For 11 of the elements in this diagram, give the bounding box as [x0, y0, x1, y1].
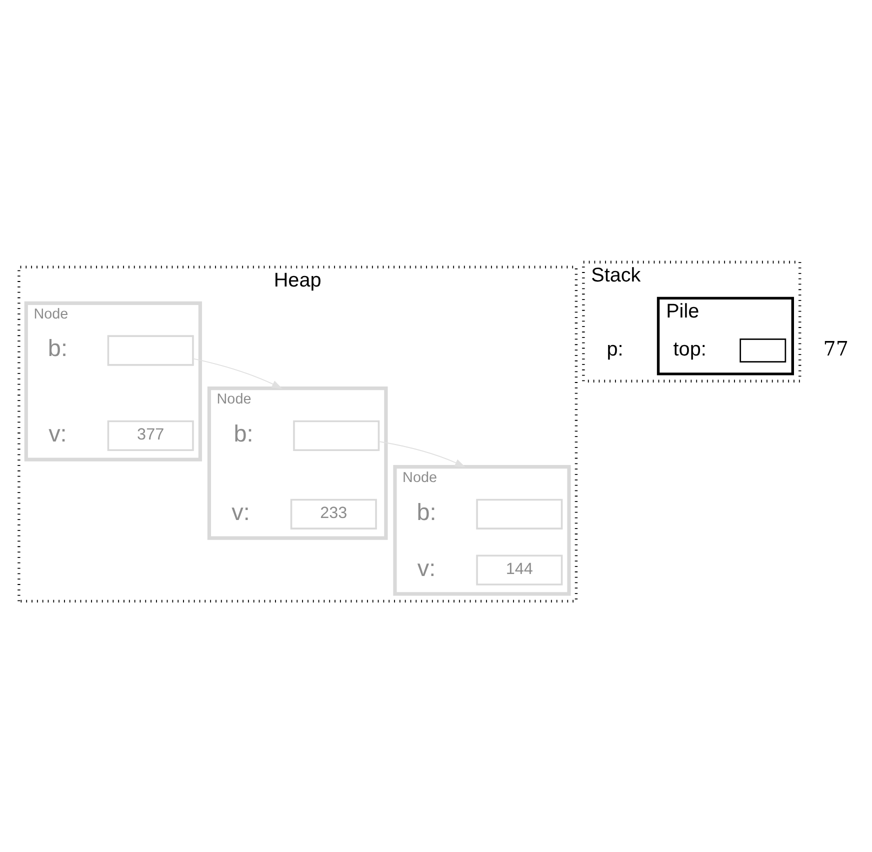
- label: 77: [823, 338, 849, 361]
- arrow: [378, 441, 466, 468]
- node-box: 144: [476, 554, 563, 586]
- arrow: [192, 358, 283, 389]
- cluster: Pile top:: [656, 296, 794, 376]
- node-box: 233: [290, 498, 377, 530]
- node-box: [476, 498, 563, 530]
- node-box: [107, 335, 194, 366]
- node-box: 377: [107, 420, 194, 452]
- node-box: [293, 420, 380, 452]
- node-box: [740, 338, 786, 362]
